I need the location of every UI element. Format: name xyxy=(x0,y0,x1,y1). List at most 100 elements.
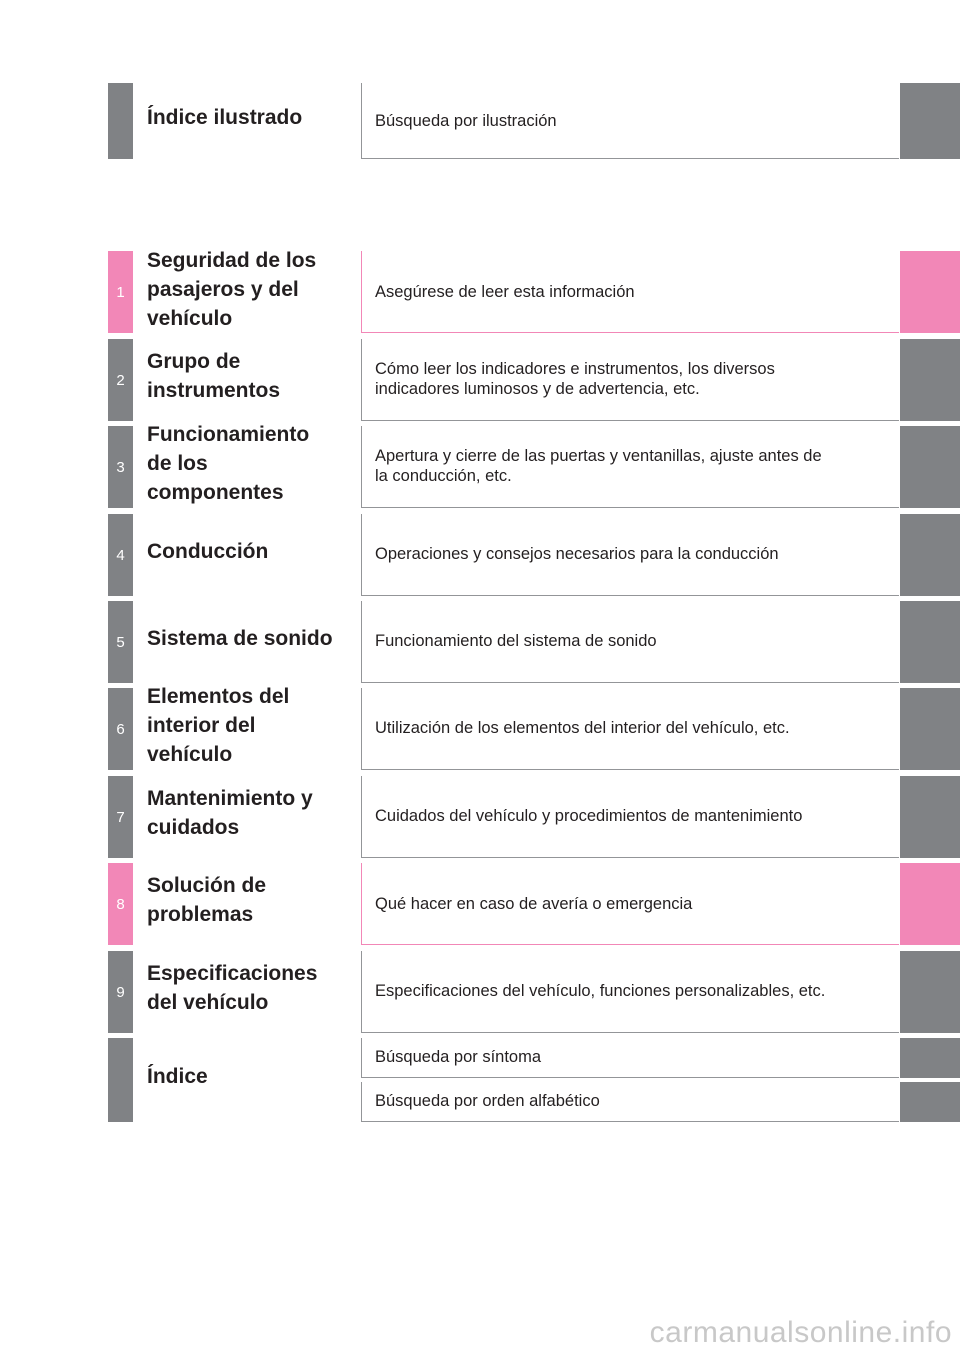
section-title: Seguridad de los pasajeros y del vehícul… xyxy=(147,246,357,333)
section-title-line: Sistema de sonido xyxy=(147,627,333,650)
section-title-line: Mantenimiento y xyxy=(147,787,313,810)
section-desc-box: Cómo leer los indicadores e instrumentos… xyxy=(361,339,899,421)
section-number: 4 xyxy=(108,514,133,596)
section-desc-box: Especificaciones del vehículo, funciones… xyxy=(361,951,899,1033)
thumb-tab xyxy=(900,1082,960,1122)
thumb-tab xyxy=(900,601,960,683)
section-title-line: instrumentos xyxy=(147,379,281,402)
thumb-tab xyxy=(900,1038,960,1078)
index-item-label: Búsqueda por orden alfabético xyxy=(375,1092,600,1110)
section-desc-line: Cuidados del vehículo y procedimientos d… xyxy=(375,807,803,825)
section-description: Especificaciones del vehículo, funciones… xyxy=(375,981,895,1001)
section-desc-line: Asegúrese de leer esta información xyxy=(375,283,635,301)
section-title: Mantenimiento y cuidados xyxy=(147,784,357,842)
section-description: Funcionamiento del sistema de sonido xyxy=(375,631,895,651)
section-desc-line: Utilización de los elementos del interio… xyxy=(375,719,790,737)
index-item-alphabetical[interactable]: Búsqueda por orden alfabético xyxy=(361,1082,899,1122)
illustrated-index-title: Índice ilustrado xyxy=(147,106,303,129)
thumb-tab xyxy=(900,251,960,333)
section-desc-line: Qué hacer en caso de avería o emergencia xyxy=(375,895,693,913)
section-row-8[interactable]: 8 Solución de problemas Qué hacer en cas… xyxy=(0,863,960,945)
thumb-tab xyxy=(900,688,960,770)
index-row: Índice Búsqueda por síntoma Búsqueda por… xyxy=(0,1038,960,1122)
section-desc-box: Cuidados del vehículo y procedimientos d… xyxy=(361,776,899,858)
section-row-5[interactable]: 5 Sistema de sonido Funcionamiento del s… xyxy=(0,601,960,683)
section-row-3[interactable]: 3 Funcionamiento de los componentes Aper… xyxy=(0,423,960,508)
section-title-line: Solución de xyxy=(147,874,267,897)
section-description: Utilización de los elementos del interio… xyxy=(375,718,895,738)
section-title-line: problemas xyxy=(147,903,254,926)
watermark: carmanualsonline.info xyxy=(649,1316,952,1349)
thumb-tab xyxy=(900,514,960,596)
section-desc-box: Asegúrese de leer esta información xyxy=(361,251,899,333)
section-title-line: Especificaciones xyxy=(147,962,318,985)
index-number-block xyxy=(108,1038,133,1122)
section-number: 2 xyxy=(108,339,133,421)
section-title-line: vehículo xyxy=(147,307,233,330)
section-desc-box: Operaciones y consejos necesarios para l… xyxy=(361,514,899,596)
header-number-block xyxy=(108,83,133,159)
thumb-tab xyxy=(900,951,960,1033)
section-row-4[interactable]: 4 Conducción Operaciones y consejos nece… xyxy=(0,514,960,596)
section-number: 6 xyxy=(108,688,133,770)
section-row-7[interactable]: 7 Mantenimiento y cuidados Cuidados del … xyxy=(0,776,960,858)
index-item-label: Búsqueda por síntoma xyxy=(375,1048,542,1066)
index-item-symptom[interactable]: Búsqueda por síntoma xyxy=(361,1038,899,1078)
section-desc-line: indicadores luminosos y de advertencia, … xyxy=(375,380,700,398)
section-description: Cómo leer los indicadores e instrumentos… xyxy=(375,359,895,399)
section-description: Qué hacer en caso de avería o emergencia xyxy=(375,894,895,914)
section-row-1[interactable]: 1 Seguridad de los pasajeros y del vehíc… xyxy=(0,249,960,333)
section-title-line: Conducción xyxy=(147,540,269,563)
section-title-line: de los xyxy=(147,452,208,475)
thumb-tab xyxy=(900,426,960,508)
section-desc-box: Qué hacer en caso de avería o emergencia xyxy=(361,863,899,945)
section-title: Especificaciones del vehículo xyxy=(147,959,357,1017)
section-desc-box: Funcionamiento del sistema de sonido xyxy=(361,601,899,683)
section-desc-line: Apertura y cierre de las puertas y venta… xyxy=(375,447,822,465)
section-desc-line: Especificaciones del vehículo, funciones… xyxy=(375,982,826,1000)
section-desc-box: Utilización de los elementos del interio… xyxy=(361,688,899,770)
section-title-line: cuidados xyxy=(147,816,240,839)
section-number: 8 xyxy=(108,863,133,945)
section-number: 1 xyxy=(108,251,133,333)
section-title: Sistema de sonido xyxy=(147,624,357,653)
section-desc-line: la conducción, etc. xyxy=(375,467,512,485)
section-title: Conducción xyxy=(147,537,357,566)
thumb-tab xyxy=(900,339,960,421)
section-title-line: Elementos del xyxy=(147,685,290,708)
section-desc-line: Cómo leer los indicadores e instrumentos… xyxy=(375,360,775,378)
section-desc-line: Operaciones y consejos necesarios para l… xyxy=(375,545,779,563)
section-number: 5 xyxy=(108,601,133,683)
header-row-illustrated-index[interactable]: Índice ilustrado Búsqueda por ilustració… xyxy=(0,83,960,159)
section-desc-box: Apertura y cierre de las puertas y venta… xyxy=(361,426,899,508)
section-description: Operaciones y consejos necesarios para l… xyxy=(375,544,895,564)
section-title-line: vehículo xyxy=(147,743,233,766)
section-title: Solución de problemas xyxy=(147,871,357,929)
thumb-tab xyxy=(900,863,960,945)
section-row-6[interactable]: 6 Elementos del interior del vehículo Ut… xyxy=(0,685,960,770)
thumb-tab xyxy=(900,83,960,159)
illustrated-index-description: Búsqueda por ilustración xyxy=(375,112,557,130)
section-title: Grupo de instrumentos xyxy=(147,347,357,405)
section-description: Apertura y cierre de las puertas y venta… xyxy=(375,446,895,486)
section-description: Cuidados del vehículo y procedimientos d… xyxy=(375,806,895,826)
section-title-line: Seguridad de los xyxy=(147,249,317,272)
section-row-9[interactable]: 9 Especificaciones del vehículo Especifi… xyxy=(0,951,960,1033)
section-title-line: componentes xyxy=(147,481,284,504)
section-title-line: del vehículo xyxy=(147,991,269,1014)
section-row-2[interactable]: 2 Grupo de instrumentos Cómo leer los in… xyxy=(0,339,960,421)
index-title: Índice xyxy=(147,1065,208,1088)
section-description: Asegúrese de leer esta información xyxy=(375,282,895,302)
section-title-line: Funcionamiento xyxy=(147,423,310,446)
section-title-line: pasajeros y del xyxy=(147,278,299,301)
section-number: 7 xyxy=(108,776,133,858)
section-title: Funcionamiento de los componentes xyxy=(147,420,357,507)
illustrated-index-desc-box: Búsqueda por ilustración xyxy=(361,83,899,159)
section-title-line: interior del xyxy=(147,714,256,737)
section-number: 9 xyxy=(108,951,133,1033)
section-desc-line: Funcionamiento del sistema de sonido xyxy=(375,632,657,650)
section-title-line: Grupo de xyxy=(147,350,241,373)
section-title: Elementos del interior del vehículo xyxy=(147,682,357,769)
thumb-tab xyxy=(900,776,960,858)
section-number: 3 xyxy=(108,426,133,508)
